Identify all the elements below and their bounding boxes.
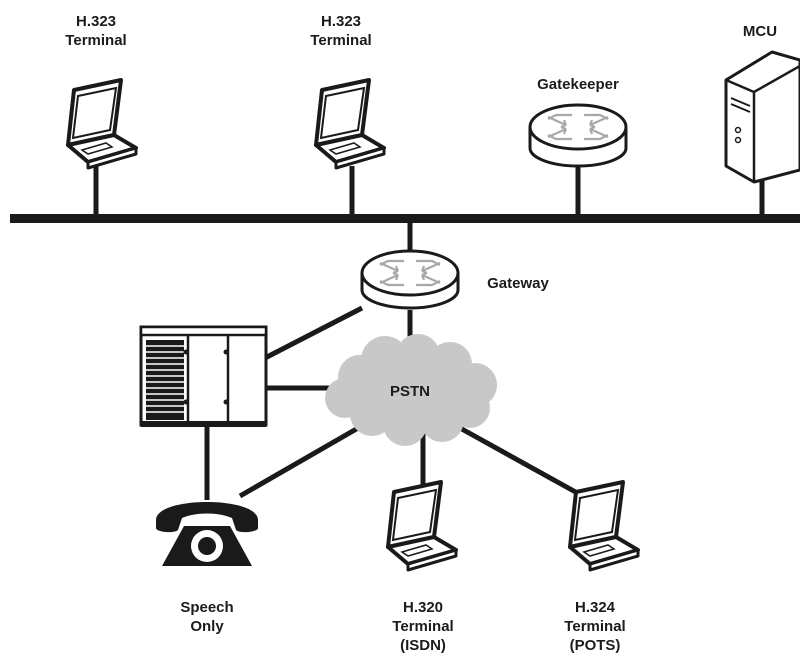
- label-line: Terminal: [392, 618, 454, 635]
- label-line: (ISDN): [400, 637, 446, 654]
- connection-lines: [93, 166, 765, 503]
- label-line: (POTS): [569, 637, 621, 654]
- gateway-label: Gateway: [476, 274, 560, 293]
- label-line: Speech: [180, 599, 234, 616]
- telephone-icon: [156, 502, 258, 566]
- pstn-cloud-icon: [325, 334, 497, 446]
- label-line: H.323: [320, 13, 362, 30]
- pbx-cabinet-icon: [139, 325, 268, 427]
- label-line: PSTN: [389, 383, 430, 400]
- h323-terminal-2-label: H.323 Terminal: [301, 12, 381, 50]
- mcu-server-icon: [724, 50, 800, 184]
- h323-terminal-1-label: H.323 Terminal: [56, 12, 136, 50]
- label-line: Terminal: [65, 32, 127, 49]
- network-backbone: [10, 214, 800, 223]
- label-line: H.324: [574, 599, 616, 616]
- label-line: Gateway: [487, 275, 549, 292]
- h324-terminal-label: H.324 Terminal (POTS): [550, 598, 640, 655]
- laptop-icon: [546, 480, 640, 574]
- speech-only-label: Speech Only: [167, 598, 247, 636]
- laptop-icon: [364, 480, 458, 574]
- label-line: Gatekeeper: [537, 76, 619, 93]
- label-line: Terminal: [564, 618, 626, 635]
- label-line: H.320: [402, 599, 444, 616]
- label-line: Terminal: [310, 32, 372, 49]
- label-line: MCU: [742, 23, 778, 40]
- gatekeeper-router-icon: [528, 103, 628, 168]
- mcu-label: MCU: [728, 22, 792, 41]
- label-line: H.323: [75, 13, 117, 30]
- laptop-icon: [44, 78, 138, 172]
- gateway-router-icon: [360, 249, 460, 310]
- h320-terminal-label: H.320 Terminal (ISDN): [378, 598, 468, 655]
- label-line: Only: [190, 618, 224, 635]
- laptop-icon: [292, 78, 386, 172]
- gatekeeper-label: Gatekeeper: [520, 75, 636, 94]
- pstn-label: PSTN: [380, 382, 440, 401]
